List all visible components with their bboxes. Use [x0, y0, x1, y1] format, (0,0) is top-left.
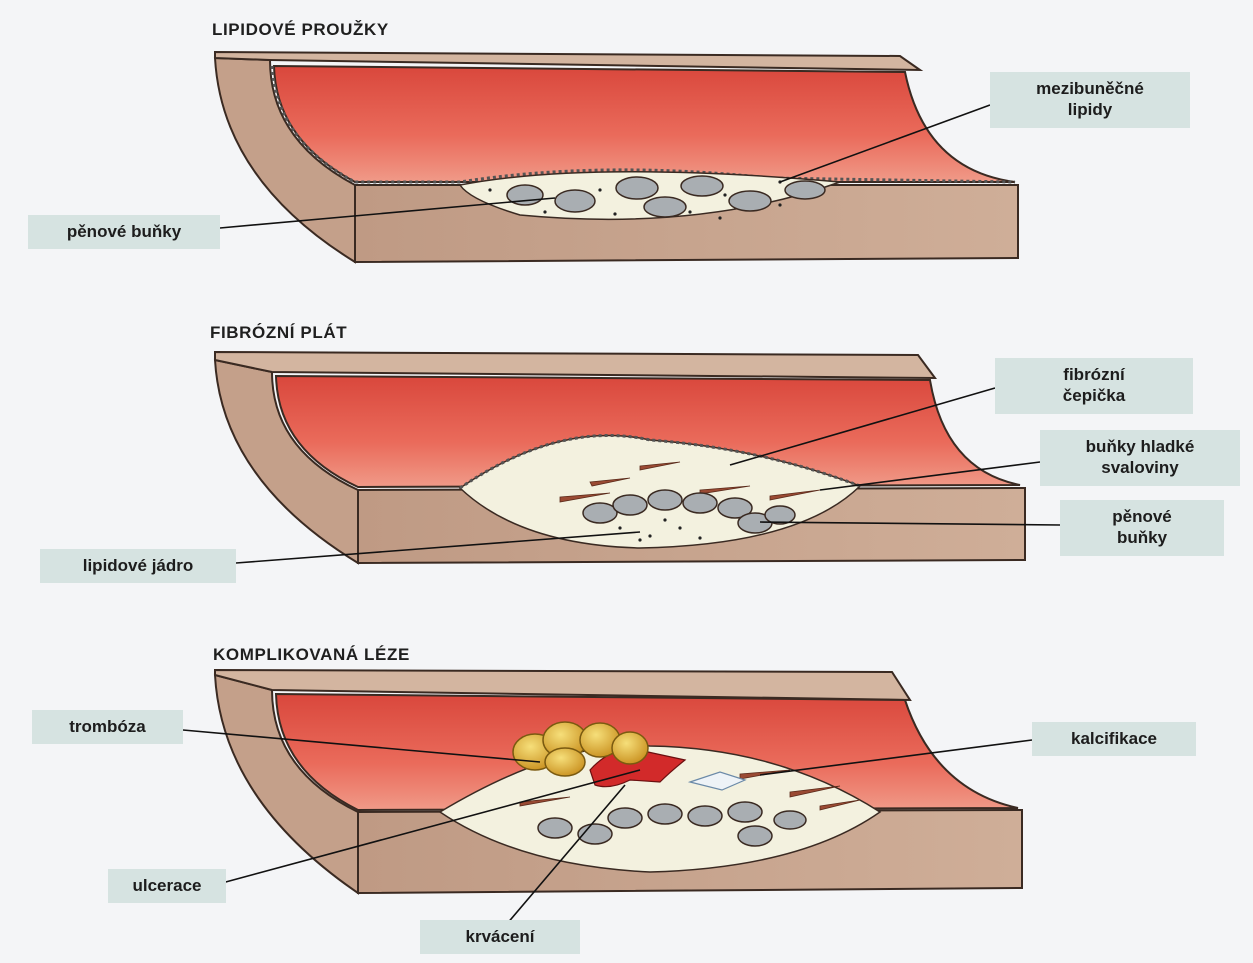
label-smooth-muscle-cells: buňky hladké svaloviny — [1040, 430, 1240, 486]
label-thrombosis: trombóza — [32, 710, 183, 744]
label-foam-cells-2-line1: pěnové — [1070, 506, 1214, 527]
label-intercellular-lipids-line2: lipidy — [1000, 99, 1180, 120]
label-fibrous-cap: fibrózní čepička — [995, 358, 1193, 414]
label-hemorrhage: krvácení — [420, 920, 580, 954]
panel-1-title: LIPIDOVÉ PROUŽKY — [212, 20, 389, 40]
label-thrombosis-line1: trombóza — [42, 716, 173, 737]
panel-3-title: KOMPLIKOVANÁ LÉZE — [213, 645, 410, 665]
label-foam-cells-2: pěnové buňky — [1060, 500, 1224, 556]
label-smooth-muscle-cells-line1: buňky hladké — [1050, 436, 1230, 457]
label-intercellular-lipids: mezibuněčné lipidy — [990, 72, 1190, 128]
label-lipid-core: lipidové jádro — [40, 549, 236, 583]
label-hemorrhage-line1: krvácení — [430, 926, 570, 947]
label-smooth-muscle-cells-line2: svaloviny — [1050, 457, 1230, 478]
label-fibrous-cap-line1: fibrózní — [1005, 364, 1183, 385]
label-foam-cells-line1: pěnové buňky — [38, 221, 210, 242]
label-ulceration-line1: ulcerace — [118, 875, 216, 896]
label-fibrous-cap-line2: čepička — [1005, 385, 1183, 406]
panel-2-top-edge — [215, 352, 935, 378]
panel-2-artery-block — [215, 352, 1025, 563]
panel-2-title: FIBRÓZNÍ PLÁT — [210, 323, 347, 343]
label-calcification: kalcifikace — [1032, 722, 1196, 756]
label-intercellular-lipids-line1: mezibuněčné — [1000, 78, 1180, 99]
label-lipid-core-line1: lipidové jádro — [50, 555, 226, 576]
panel-1-artery-block — [215, 52, 1018, 262]
label-ulceration: ulcerace — [108, 869, 226, 903]
label-foam-cells-2-line2: buňky — [1070, 527, 1214, 548]
label-foam-cells: pěnové buňky — [28, 215, 220, 249]
panel-1-intima-surface — [274, 66, 1015, 182]
label-calcification-line1: kalcifikace — [1042, 728, 1186, 749]
panel-3-artery-block — [215, 670, 1022, 893]
